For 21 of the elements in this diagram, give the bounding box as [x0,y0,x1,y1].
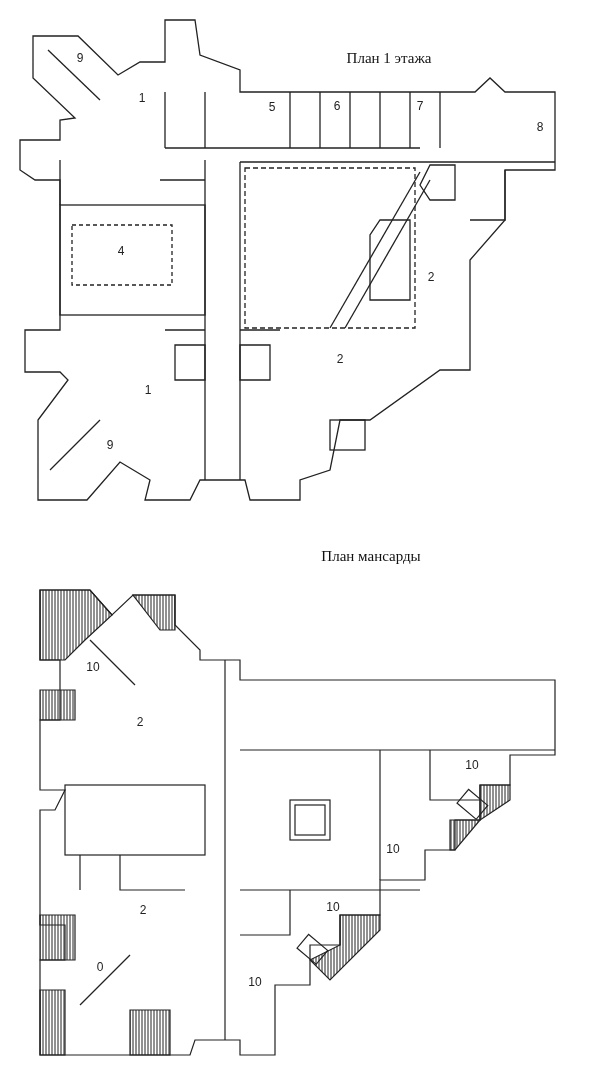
room-number: 10 [465,759,479,771]
plan-title: План мансарды [321,548,421,564]
room-number: 2 [139,904,147,916]
room-number: 10 [326,901,340,913]
room-number: 10 [86,661,100,673]
room-number: 6 [333,100,341,112]
room-number: 5 [268,101,276,113]
room-number: 2 [336,353,344,365]
room-number: 1 [144,384,152,396]
plan-title: План 1 этажа [346,50,432,66]
room-number: 2 [136,716,144,728]
room-number: 4 [117,245,125,257]
room-number: 8 [536,121,544,133]
room-number: 7 [416,100,424,112]
room-number: 2 [427,271,435,283]
room-number: 0 [96,961,104,973]
room-number: 1 [138,92,146,104]
room-number: 10 [248,976,262,988]
room-number: 9 [76,52,84,64]
room-number: 9 [106,439,114,451]
room-number: 10 [386,843,400,855]
